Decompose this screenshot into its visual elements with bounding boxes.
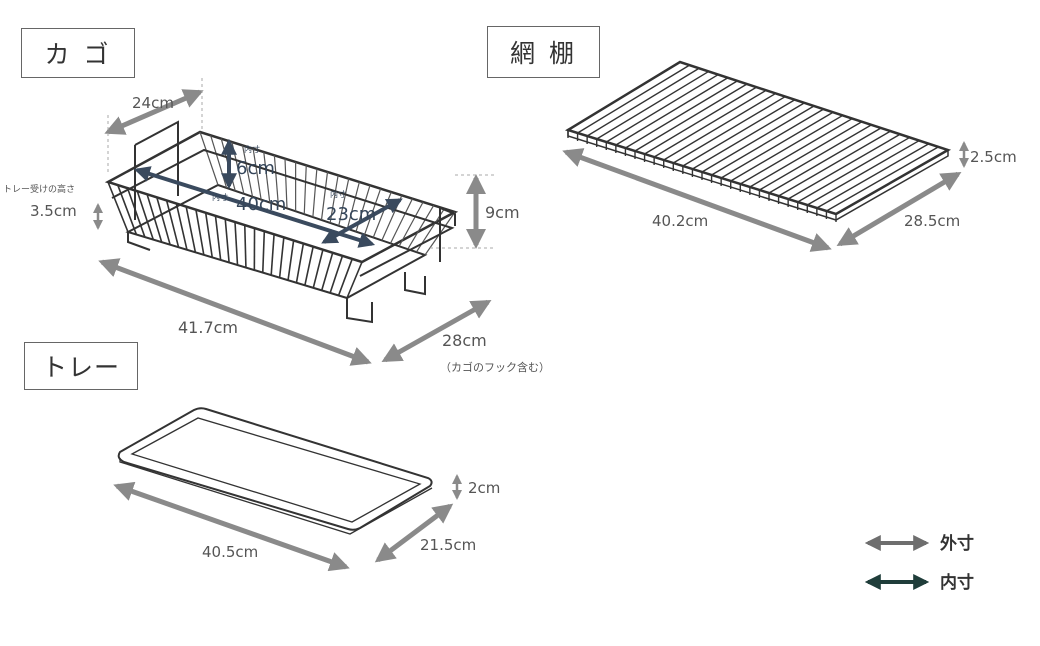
basket-illustration bbox=[104, 120, 459, 324]
inner-width-label: 23cm bbox=[326, 204, 376, 225]
inner-length-label: 40cm bbox=[236, 194, 286, 215]
basket-depth-note: （カゴのフック含む） bbox=[440, 360, 550, 374]
section-label-amidana: 網 棚 bbox=[487, 26, 600, 78]
inner-height-tag: 内寸 bbox=[244, 144, 260, 154]
tray-rest-caption: トレー受けの高さ bbox=[3, 183, 75, 195]
tray-height-label: 2cm bbox=[468, 479, 500, 497]
legend: 外寸 内寸 bbox=[864, 533, 974, 593]
rack-length-label: 40.2cm bbox=[652, 212, 708, 230]
rack-dimensions: 2.5cm 40.2cm 28.5cm bbox=[562, 141, 1017, 252]
inner-width-tag: 内寸 bbox=[330, 189, 346, 199]
tray-length-label: 40.5cm bbox=[202, 543, 258, 561]
rack-height-label: 2.5cm bbox=[970, 148, 1017, 166]
tray-illustration bbox=[117, 407, 433, 535]
legend-inner-label: 内寸 bbox=[940, 572, 974, 593]
basket-height-label: 9cm bbox=[485, 203, 520, 222]
basket-dimensions: 24cm 内寸 6cm 内寸 40cm 内寸 23cm トレー受けの高さ 3.5… bbox=[3, 78, 550, 374]
inner-length-tag: 内寸 bbox=[212, 192, 228, 202]
inner-height-label: 6cm bbox=[236, 158, 275, 179]
legend-outer-label: 外寸 bbox=[940, 533, 974, 554]
tray-depth-label: 21.5cm bbox=[420, 536, 476, 554]
basket-length-label: 41.7cm bbox=[178, 318, 238, 337]
tray-rest-label: 3.5cm bbox=[30, 202, 77, 220]
tray-dimensions: 2cm 40.5cm 21.5cm bbox=[113, 474, 500, 572]
section-label-kago: カ ゴ bbox=[21, 28, 135, 78]
rack-illustration bbox=[564, 60, 952, 222]
basket-depth-top-label: 24cm bbox=[132, 94, 174, 112]
basket-depth-label: 28cm bbox=[442, 331, 487, 350]
rack-depth-label: 28.5cm bbox=[904, 212, 960, 230]
